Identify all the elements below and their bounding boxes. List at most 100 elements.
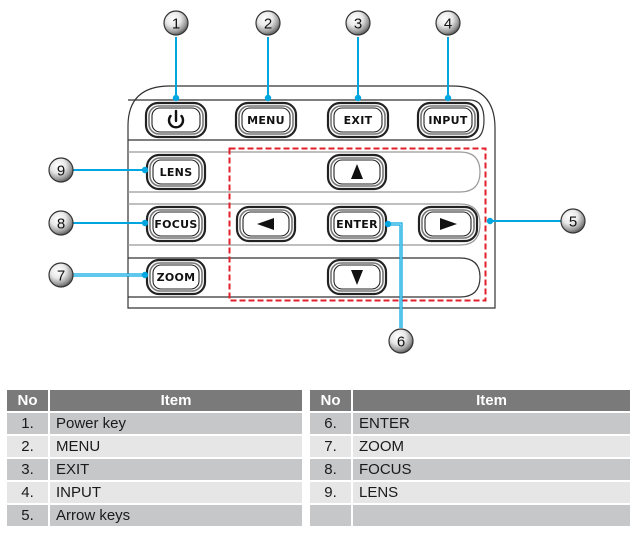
key-face [333,211,381,237]
row-number: 2. [7,436,50,459]
callout-number: 2 [264,16,272,33]
callout-line-4 [444,37,452,102]
table-row: 3. EXIT [7,459,302,482]
callout-line-1 [172,37,180,102]
key-outline [330,209,384,239]
zoom-key-label: ZOOM [157,271,196,284]
row-number: 9. [310,482,353,505]
table-row: 9. LENS [310,482,630,505]
keypad-panel [127,85,496,309]
row-number: 8. [310,459,353,482]
key-outline [330,262,384,292]
left-key[interactable] [235,205,297,243]
column-header-item: Item [50,390,302,413]
input-key[interactable]: INPUT [416,101,480,139]
key-outline [239,209,293,239]
keypad-diagram: MENU EXIT INPUT LENS FOCUS ZOOM ENTER 1 2 3 4 5 6 7 8… [48,10,586,354]
table-row: 5. Arrow keys [7,505,302,528]
row-number: 7. [310,436,353,459]
exit-key[interactable]: EXIT [326,101,390,139]
items-table-left: No Item 1. Power key 2. MENU 3. EXIT 4. … [7,390,302,528]
callout-1: 1 [163,10,189,36]
focus-key-label: FOCUS [154,218,197,231]
row-item: FOCUS [353,459,630,482]
callout-number: 9 [57,163,65,180]
key-outline [149,209,203,239]
callout-number: 8 [57,216,65,233]
row-item [353,505,630,528]
right-key[interactable] [417,205,479,243]
down-key[interactable] [326,258,388,296]
table-row [310,505,630,528]
callout-number: 5 [569,214,577,231]
row-number: 3. [7,459,50,482]
row-number: 5. [7,505,50,528]
up-key[interactable] [326,153,388,191]
column-header-no: No [7,390,50,413]
enter-key-label: ENTER [336,218,378,231]
key-outline [148,105,204,135]
row-item: LENS [353,482,630,505]
callout-5: 5 [560,208,586,234]
row-item: ZOOM [353,436,630,459]
callout-number: 7 [57,268,65,285]
exit-key-label: EXIT [344,114,373,127]
column-header-no: No [310,390,353,413]
focus-key[interactable]: FOCUS [145,205,207,243]
key-outline [330,157,384,187]
callout-number: 6 [397,334,405,351]
lens-key-label: LENS [160,166,193,179]
row-number: 6. [310,413,353,436]
table-row: 4. INPUT [7,482,302,505]
input-key-label: INPUT [428,114,467,127]
row-item: MENU [50,436,302,459]
arrow-up-icon [351,164,363,179]
key-face [241,107,291,133]
table-row: 2. MENU [7,436,302,459]
key-outline [238,105,294,135]
zoom-key[interactable]: ZOOM [145,258,207,296]
row-item: EXIT [50,459,302,482]
row-item: INPUT [50,482,302,505]
enter-key[interactable]: ENTER [326,205,388,243]
callout-line-8 [73,219,149,227]
column-header-item: Item [353,390,630,413]
table-row: 6. ENTER [310,413,630,436]
callout-number: 3 [354,16,362,33]
row-number: 1. [7,413,50,436]
callout-9: 9 [48,157,74,183]
key-face [152,159,200,185]
callout-number: 1 [172,16,180,33]
arrow-keys-highlight [228,147,487,302]
key-face [423,107,473,133]
table-row: 7. ZOOM [310,436,630,459]
table-row: 8. FOCUS [310,459,630,482]
arrow-down-icon [351,270,363,285]
arrow-right-icon [440,218,457,230]
row-bands [128,99,485,298]
key-face [152,264,200,290]
key-outline [149,157,203,187]
callout-line-9 [73,166,149,174]
table-row: 1. Power key [7,413,302,436]
callout-line-6 [384,220,403,328]
row-item: ENTER [353,413,630,436]
menu-key-label: MENU [247,114,285,127]
menu-key[interactable]: MENU [234,101,298,139]
row-item: Arrow keys [50,505,302,528]
callout-4: 4 [435,10,461,36]
callout-3: 3 [345,10,371,36]
lens-key[interactable]: LENS [145,153,207,191]
key-outline [330,105,386,135]
power-key[interactable] [144,101,208,139]
key-outline [149,262,203,292]
items-table-right: No Item 6. ENTER 7. ZOOM 8. FOCUS 9. LEN… [310,390,630,528]
row-number [310,505,353,528]
key-outline [420,105,476,135]
callout-line-3 [354,37,362,102]
key-face [152,211,200,237]
callout-number: 4 [444,16,452,33]
row-number: 4. [7,482,50,505]
callout-line-5 [486,217,561,225]
callout-7: 7 [48,262,74,288]
